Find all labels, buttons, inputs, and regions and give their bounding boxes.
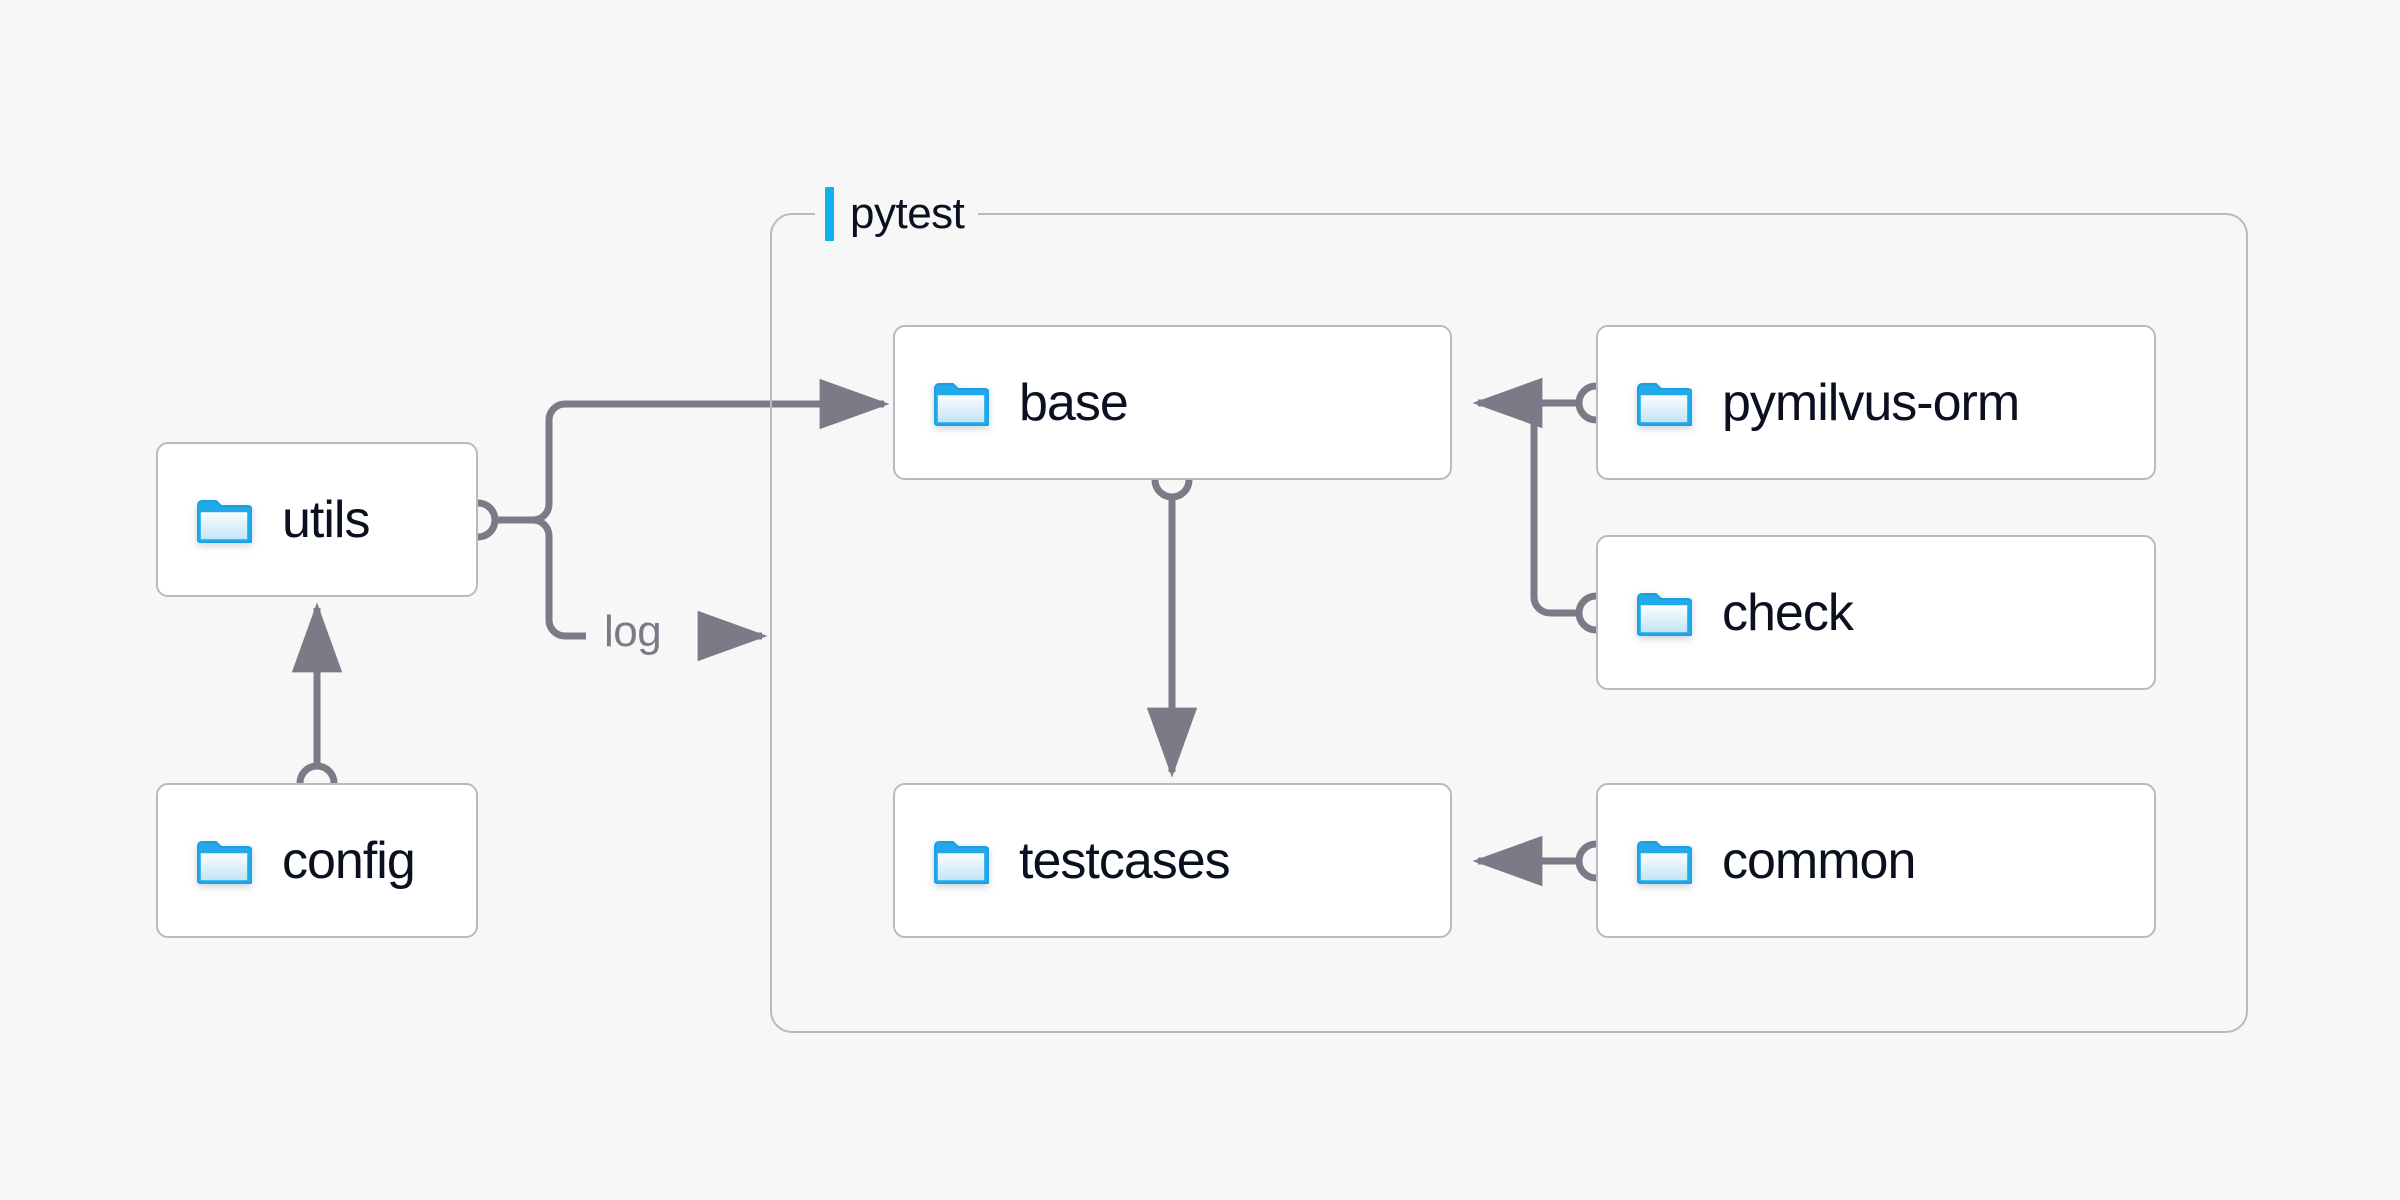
folder-icon <box>196 837 252 885</box>
group-container-pytest <box>770 213 2248 1033</box>
edge-label-log: log <box>604 607 662 656</box>
node-label-pymilvus-orm: pymilvus-orm <box>1722 373 2020 432</box>
node-base[interactable]: base <box>893 325 1452 480</box>
folder-icon <box>933 837 989 885</box>
node-utils[interactable]: utils <box>156 442 478 597</box>
node-pymilvus-orm[interactable]: pymilvus-orm <box>1596 325 2156 480</box>
folder-icon <box>196 496 252 544</box>
node-check[interactable]: check <box>1596 535 2156 690</box>
folder-icon <box>1636 837 1692 885</box>
group-label-pytest: pytest <box>815 187 979 241</box>
node-config[interactable]: config <box>156 783 478 938</box>
edge-utils-to-pytest-log <box>521 516 586 640</box>
group-accent-bar-icon <box>825 187 834 241</box>
node-testcases[interactable]: testcases <box>893 783 1452 938</box>
node-label-base: base <box>1019 373 1129 432</box>
node-label-common: common <box>1722 831 1916 890</box>
node-common[interactable]: common <box>1596 783 2156 938</box>
folder-icon <box>1636 589 1692 637</box>
folder-icon <box>933 379 989 427</box>
node-label-utils: utils <box>282 490 370 549</box>
node-label-testcases: testcases <box>1019 831 1231 890</box>
group-label-text: pytest <box>850 189 965 238</box>
edge-check-to-base <box>1478 399 1586 617</box>
node-label-check: check <box>1722 583 1854 642</box>
folder-icon <box>1636 379 1692 427</box>
node-label-config: config <box>282 831 416 890</box>
